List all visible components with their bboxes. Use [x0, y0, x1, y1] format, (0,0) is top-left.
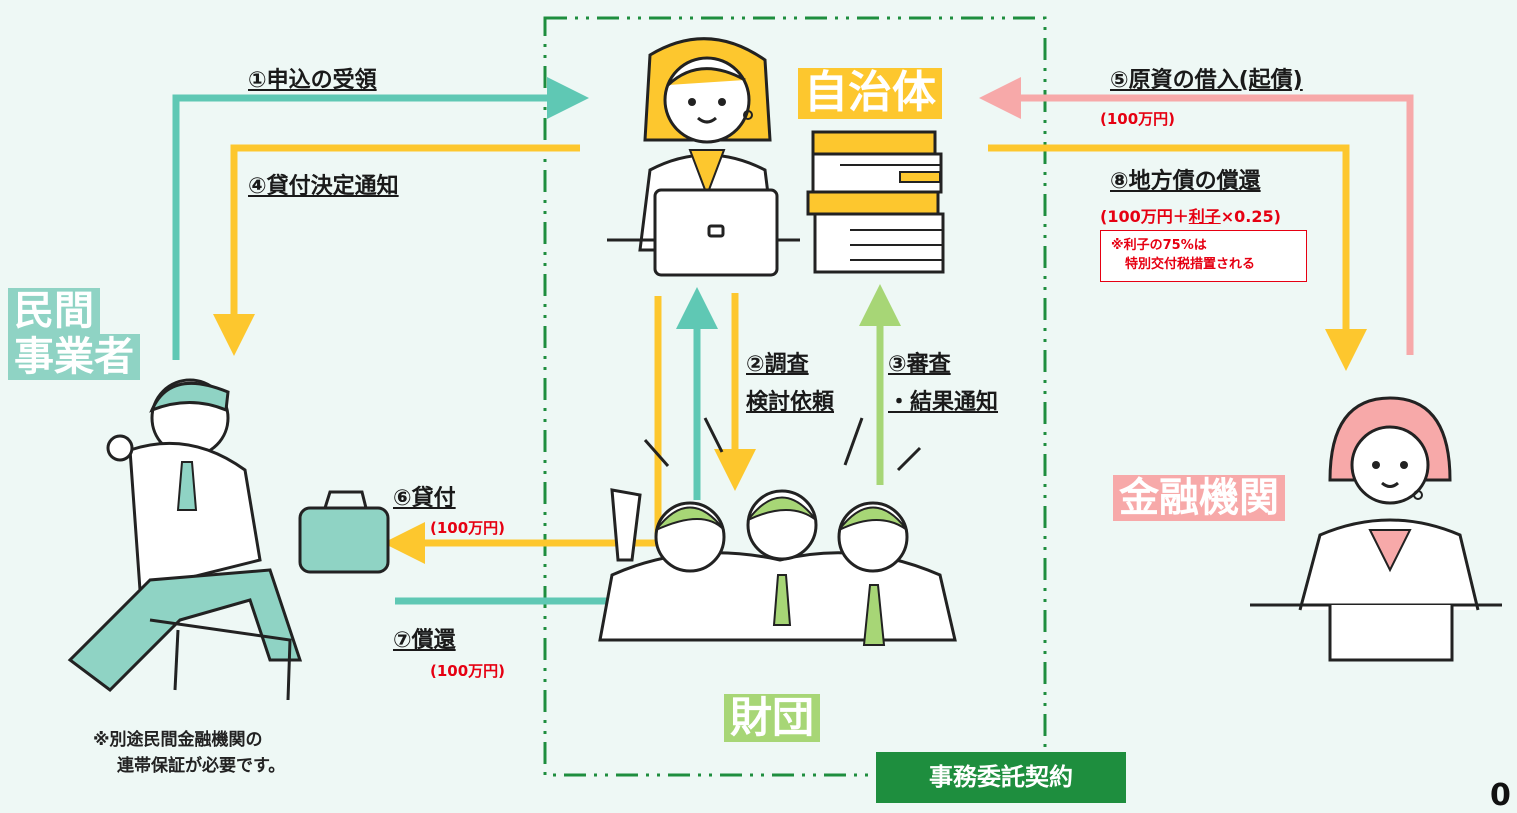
- step8-amount-interest: 利子: [1188, 207, 1221, 226]
- bank-clerk-icon: [1250, 396, 1502, 662]
- step8-amount: (100万円＋利子×0.25): [1100, 203, 1281, 227]
- step3-label-line1: ③審査: [888, 352, 951, 377]
- arrow-step1: [172, 77, 589, 360]
- private-business-label-line2: 事業者: [8, 334, 140, 380]
- step6-amount: (100万円): [430, 519, 506, 537]
- page-number: 0: [1490, 778, 1511, 813]
- arrow-step5: [979, 77, 1414, 355]
- guarantee-note-line2: 連帯保証が必要です。: [117, 756, 286, 777]
- financial-institution-label: 金融機関: [1113, 475, 1285, 521]
- interest-note-line2: 特別交付税措置される: [1125, 256, 1256, 272]
- step6-label: ⑥貸付: [393, 486, 456, 511]
- step7-label: ⑦償還: [393, 628, 456, 653]
- step3-label-line2: ・結果通知: [888, 390, 999, 415]
- private-business-label: 民間 事業者: [8, 288, 140, 380]
- guarantee-note-line1: ※別途民間金融機関の: [93, 730, 263, 750]
- municipality-label: 自治体: [798, 67, 942, 119]
- step8-amount-c: ×0.25): [1220, 207, 1281, 226]
- guarantee-note: ※別途民間金融機関の 連帯保証が必要です。: [93, 727, 285, 780]
- step4-label: ④貸付決定通知: [248, 174, 399, 199]
- step2-label: ②調査 検討依頼: [746, 346, 834, 416]
- step8-amount-a: (100万円＋: [1100, 207, 1189, 226]
- step5-label: ⑤原資の借入(起債): [1110, 68, 1303, 93]
- foundation-staff-icon: [598, 417, 957, 646]
- arrow-step8: [988, 144, 1367, 371]
- interest-note-line1: ※利子の75%は: [1111, 238, 1207, 253]
- private-business-label-line1: 民間: [8, 288, 100, 334]
- step5-amount: (100万円): [1100, 110, 1176, 128]
- step1-label: ①申込の受領: [248, 68, 377, 93]
- foundation-frame: [543, 16, 1047, 777]
- arrow-step4: [213, 144, 580, 356]
- contract-badge: 事務委託契約: [876, 752, 1126, 803]
- step2-label-line2: 検討依頼: [746, 390, 835, 415]
- laptop-icon: [607, 188, 800, 277]
- book-stack-icon: [806, 130, 945, 274]
- briefcase-icon: [298, 490, 390, 574]
- interest-note: ※利子の75%は 特別交付税措置される: [1100, 230, 1307, 282]
- foundation-label: 財団: [724, 693, 821, 743]
- step8-label: ⑧地方債の償還: [1110, 169, 1261, 194]
- step7-amount: (100万円): [430, 662, 506, 680]
- step2-label-line1: ②調査: [746, 352, 809, 377]
- step3-label: ③審査 ・結果通知: [888, 346, 998, 416]
- businessman-running-icon: [67, 378, 303, 701]
